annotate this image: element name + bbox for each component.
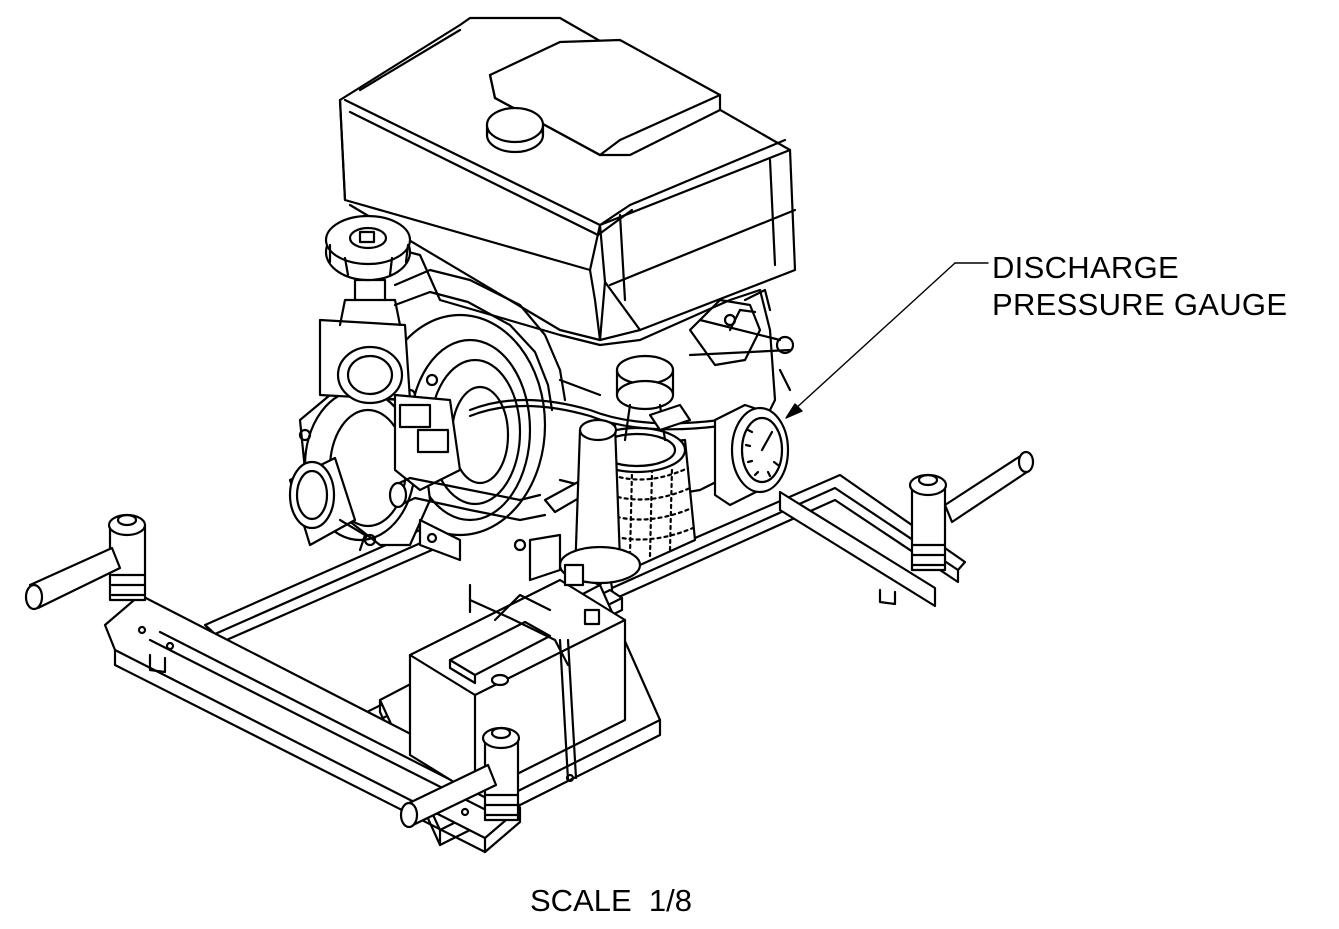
pressure-gauge bbox=[715, 405, 788, 505]
callout-line-2: PRESSURE GAUGE bbox=[992, 287, 1288, 322]
discharge-pressure-gauge-label: DISCHARGE PRESSURE GAUGE bbox=[992, 249, 1287, 323]
callout-line-1: DISCHARGE bbox=[992, 250, 1180, 285]
lifting-handle-left bbox=[26, 515, 165, 672]
scale-label: SCALE 1/8 bbox=[530, 883, 692, 918]
callout-leader bbox=[786, 263, 988, 418]
lifting-handle-center bbox=[401, 728, 519, 827]
lifting-handle-right bbox=[880, 452, 1033, 604]
battery bbox=[410, 580, 625, 795]
engine-block bbox=[400, 250, 793, 500]
mount-block bbox=[530, 535, 583, 585]
engine-shroud bbox=[340, 18, 795, 340]
